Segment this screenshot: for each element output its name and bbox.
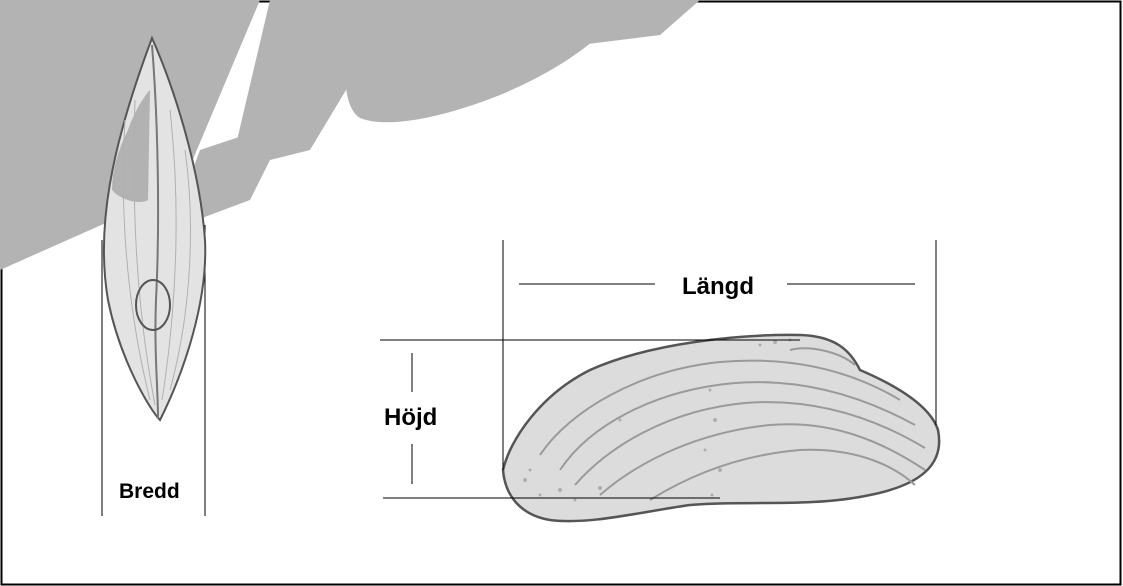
side-view-shell — [503, 335, 939, 521]
height-label: Höjd — [384, 404, 437, 431]
length-label: Längd — [682, 273, 754, 300]
width-label: Bredd — [119, 480, 180, 503]
